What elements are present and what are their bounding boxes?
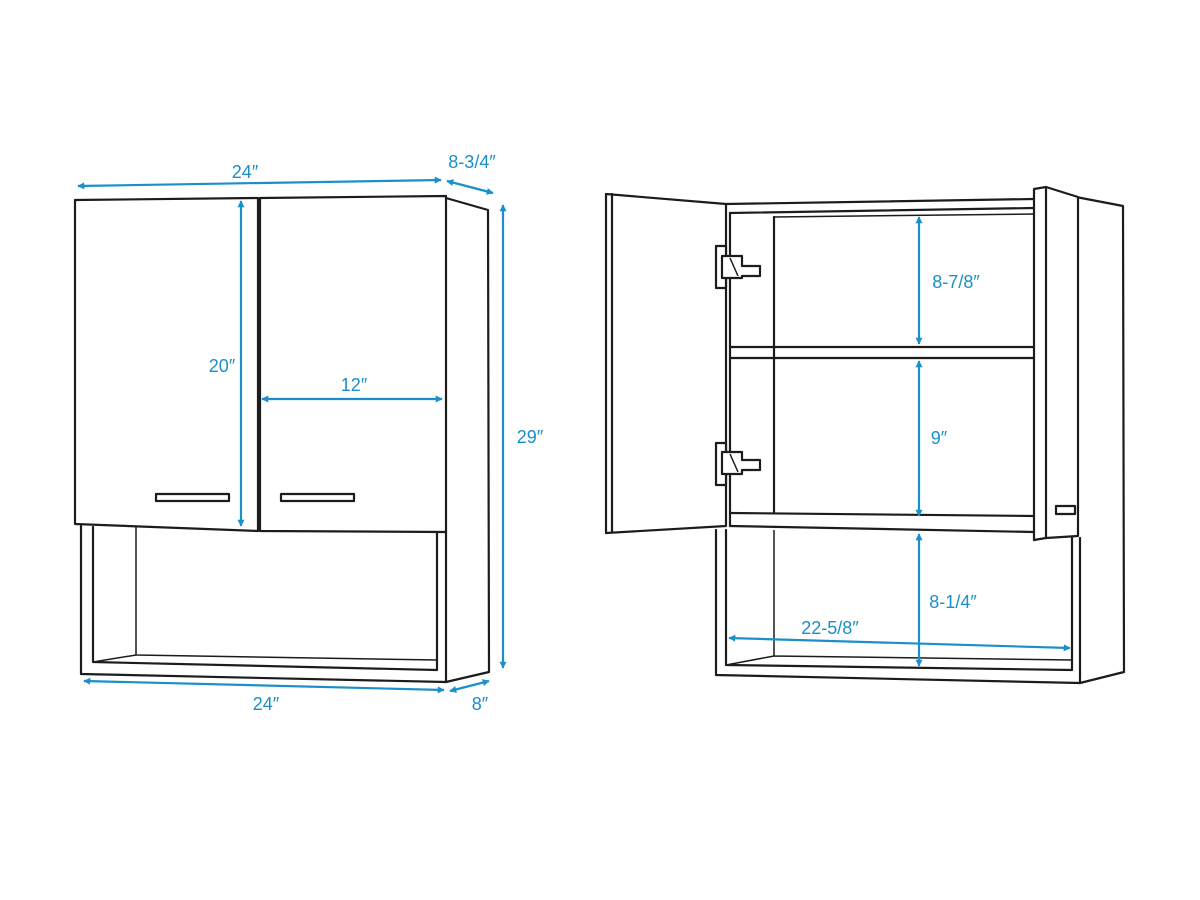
- open-view-cabinet: [604, 185, 1126, 685]
- dim-label-depth-top: 8-3/4″: [448, 152, 496, 172]
- dim-label-width-bottom: 24″: [253, 694, 280, 714]
- left-door: [73, 196, 260, 533]
- dim-line-width-top: [77, 176, 442, 190]
- open-cabinet-side-panel: [1074, 195, 1126, 685]
- open-view-open-shelf: [714, 528, 1082, 685]
- dim-label-overall-height: 29″: [517, 427, 544, 447]
- open-left-door: [604, 192, 728, 535]
- dim-line-interior-width: [728, 634, 1071, 652]
- left-door-handle: [154, 492, 231, 503]
- open-shelf-inner: [91, 525, 439, 672]
- upper-hinge: [714, 244, 762, 290]
- dim-label-upper-shelf: 8-7/8″: [932, 272, 980, 292]
- front-view-dimensions: 24″ 8-3/4″ 20″ 12″ 29″ 24″ 8″: [77, 152, 544, 714]
- cabinet-side-panel: [444, 196, 491, 684]
- dim-label-depth-bottom: 8″: [472, 694, 489, 714]
- open-view-dimensions: 8-7/8″ 9″ 8-1/4″ 22-5/8″: [728, 216, 1071, 667]
- open-right-door-handle: [1054, 504, 1077, 516]
- closed-section-bottom: [728, 511, 1036, 534]
- dim-label-middle-shelf: 9″: [931, 428, 948, 448]
- open-shelf-back-edge: [135, 527, 438, 661]
- right-door-handle: [279, 492, 356, 503]
- dim-label-interior-width: 22-5/8″: [801, 618, 859, 638]
- right-door: [258, 194, 448, 534]
- dim-line-depth-bottom: [449, 679, 490, 693]
- open-cabinet-back-top: [773, 213, 1035, 218]
- dim-label-width-top: 24″: [232, 162, 259, 182]
- front-view-cabinet: [73, 194, 491, 684]
- lower-hinge: [714, 441, 762, 487]
- dim-label-door-height: 20″: [209, 356, 236, 376]
- open-cabinet-top: [724, 197, 1036, 215]
- dim-label-door-width: 12″: [341, 375, 368, 395]
- dim-line-width-bottom: [83, 677, 445, 694]
- open-right-door: [1032, 185, 1080, 542]
- dim-label-open-shelf: 8-1/4″: [929, 592, 977, 612]
- open-view-open-shelf-back: [725, 530, 1073, 666]
- middle-shelf: [728, 345, 1036, 360]
- open-shelf-floor: [92, 654, 137, 663]
- dim-line-depth-top: [446, 179, 494, 195]
